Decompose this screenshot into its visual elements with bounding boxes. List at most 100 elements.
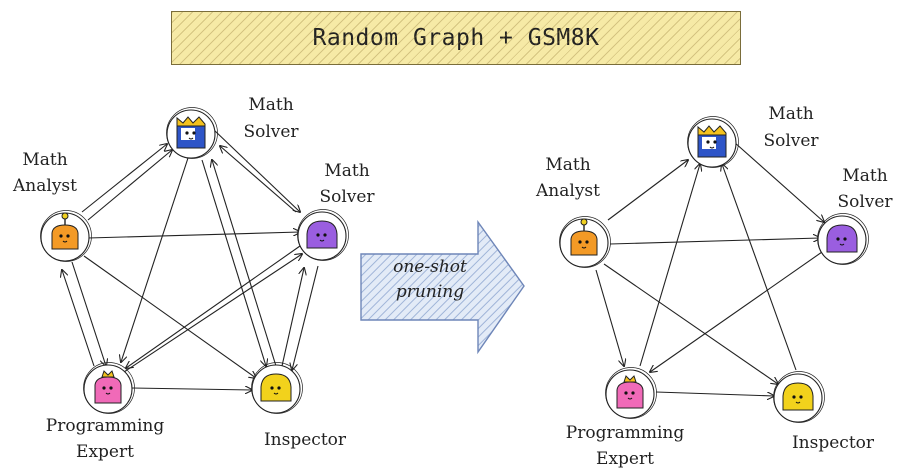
node-programming-expert <box>83 362 135 414</box>
node-eye-left <box>836 237 840 241</box>
pruning-arrow <box>360 219 525 355</box>
edge-programming-to-inspector <box>131 388 252 390</box>
node-ring-sketch <box>40 210 92 262</box>
edge-solver-top-to-solver-right <box>213 129 300 212</box>
right-label-math-solver-top-1: Math <box>768 104 814 124</box>
right-label-math-analyst-1: Math <box>545 155 591 175</box>
title-text: Random Graph + GSM8K <box>312 25 600 51</box>
left-label-programming-expert-2: Expert <box>76 442 134 462</box>
node-body <box>782 382 814 411</box>
node-math-solver-top <box>166 107 218 159</box>
right-label-programming-expert-1: Programming <box>565 423 685 443</box>
node-inspector <box>773 371 825 423</box>
node-eye-right <box>631 391 635 395</box>
edge-analyst-to-programming <box>595 269 624 366</box>
node-math-solver-right <box>817 213 869 265</box>
left-graph-nodes <box>40 107 349 414</box>
node-body <box>94 376 122 404</box>
node-eye-left <box>624 391 628 395</box>
right-label-math-solver-right-1: Math <box>842 166 888 186</box>
edge-analyst-to-solver-right <box>87 232 300 239</box>
node-eye-left <box>706 140 710 144</box>
edge-solver-top-to-programming <box>121 157 189 362</box>
node-body <box>616 381 644 409</box>
right-graph-edges <box>595 141 824 396</box>
node-eye-left <box>185 131 189 135</box>
edge-inspector-to-solver-top <box>212 160 277 367</box>
node-mouth <box>795 401 801 404</box>
right-label-inspector: Inspector <box>791 433 875 453</box>
node-mouth <box>581 246 587 249</box>
node-ring-sketch <box>559 216 611 268</box>
node-mouth <box>319 239 325 242</box>
node-eye-right <box>799 395 803 399</box>
left-label-inspector: Inspector <box>263 430 347 450</box>
node-body <box>51 224 79 250</box>
edge-solver-top-to-inspector <box>201 159 266 366</box>
node-eye-right <box>585 240 589 244</box>
node-eye-right <box>713 140 717 144</box>
left-label-math-solver-top-2: Solver <box>243 122 299 142</box>
left-label-math-solver-right-2: Solver <box>319 187 375 207</box>
node-mouth <box>627 397 633 400</box>
arrow-label-line1: one-shot <box>393 257 467 277</box>
node-ring-sketch <box>297 209 349 261</box>
right-label-math-analyst-2: Analyst <box>536 181 600 201</box>
edge-solver-right-to-inspector <box>292 265 319 370</box>
node-eye-left <box>316 233 320 237</box>
edge-analyst-to-solver-top <box>81 144 167 213</box>
edge-solver-top-to-solver-right <box>733 141 824 222</box>
edge-analyst-to-solver-top-b <box>87 150 172 221</box>
left-label-programming-expert-1: Programming <box>45 416 165 436</box>
edge-programming-to-solver-right <box>123 254 302 373</box>
node-math-solver-top <box>687 116 739 168</box>
crown-shape <box>697 125 727 136</box>
node-eye-right <box>277 386 281 390</box>
node-eye-left <box>59 234 63 238</box>
left-label-math-analyst-1: Math <box>22 150 68 170</box>
edge-programming-to-analyst <box>62 270 95 367</box>
node-eye-right <box>109 386 113 390</box>
edge-analyst-to-solver-right <box>609 238 820 245</box>
edge-analyst-to-solver-top <box>607 160 688 221</box>
node-ring-sketch <box>687 116 739 168</box>
edge-analyst-to-inspector <box>603 263 778 384</box>
crown-shape <box>176 116 206 127</box>
arrow-label-line2: pruning <box>395 282 465 302</box>
left-graph-edges <box>62 129 319 390</box>
edge-programming-to-inspector <box>655 391 774 396</box>
node-math-analyst <box>559 216 611 268</box>
node-mouth <box>105 392 111 395</box>
edge-analyst-to-inspector <box>83 255 256 378</box>
node-body <box>826 224 858 253</box>
node-eye-left <box>578 240 582 244</box>
node-inspector <box>251 362 303 414</box>
edge-solver-right-to-programming <box>650 251 823 372</box>
node-eye-right <box>323 233 327 237</box>
node-body <box>260 373 292 402</box>
node-math-analyst <box>40 210 92 262</box>
left-label-math-solver-right-1: Math <box>324 161 370 181</box>
edge-programming-to-solver-top <box>639 164 700 367</box>
node-mouth <box>839 243 845 246</box>
node-mouth <box>188 137 194 140</box>
right-label-math-solver-right-2: Solver <box>837 192 893 212</box>
edge-inspector-to-solver-top <box>722 164 797 371</box>
left-label-math-solver-top-1: Math <box>248 95 294 115</box>
node-body <box>306 220 338 249</box>
right-label-math-solver-top-2: Solver <box>763 131 819 151</box>
node-eye-left <box>270 386 274 390</box>
node-eye-left <box>102 386 106 390</box>
node-eye-right <box>192 131 196 135</box>
right-label-programming-expert-2: Expert <box>596 449 654 469</box>
node-ring-sketch <box>83 362 135 414</box>
node-programming-expert <box>605 367 657 419</box>
node-eye-left <box>792 395 796 399</box>
antenna-tip <box>580 218 588 226</box>
antenna-tip <box>61 212 69 220</box>
edge-inspector-to-solver-right <box>281 268 304 367</box>
edge-analyst-to-programming <box>71 261 106 366</box>
node-ring-sketch <box>817 213 869 265</box>
node-body <box>570 230 598 256</box>
